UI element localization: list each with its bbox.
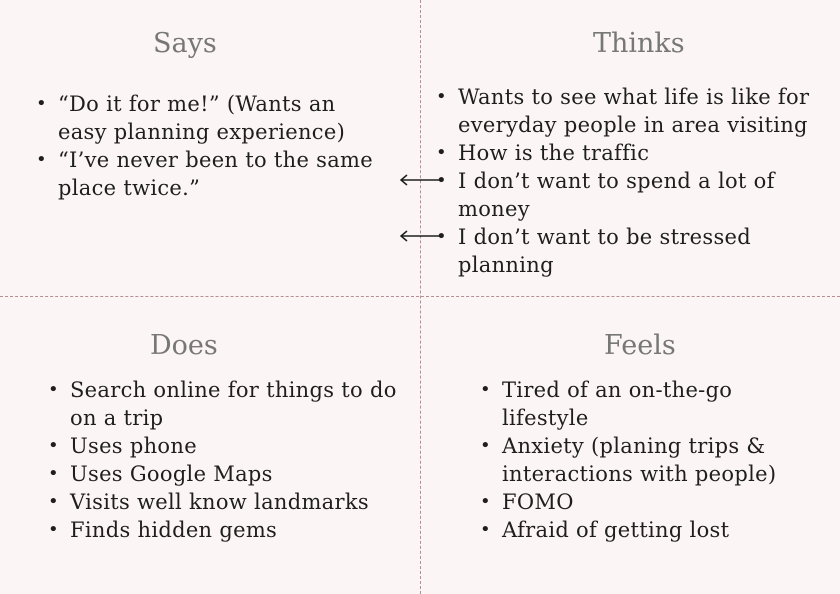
list-item: Wants to see what life is like for every… — [436, 83, 834, 139]
says-title: Says — [153, 28, 217, 59]
feels-title: Feels — [604, 330, 676, 361]
does-list: Search online for things to do on a trip… — [48, 376, 398, 544]
list-item: Finds hidden gems — [48, 516, 398, 544]
does-title: Does — [150, 330, 218, 361]
list-item: Uses Google Maps — [48, 460, 398, 488]
list-item: “Do it for me!” (Wants an easy planning … — [36, 90, 376, 146]
list-item: FOMO — [480, 488, 810, 516]
list-item: Afraid of getting lost — [480, 516, 810, 544]
horizontal-divider — [0, 296, 840, 297]
list-item: “I’ve never been to the same place twice… — [36, 146, 376, 202]
list-item: Search online for things to do on a trip — [48, 376, 398, 432]
list-item: How is the traffic — [436, 139, 834, 167]
list-item: Tired of an on-the-go lifestyle — [480, 376, 810, 432]
left-arrow-icon — [399, 174, 442, 186]
list-item: I don’t want to be stressed planning — [436, 223, 834, 279]
list-item: Uses phone — [48, 432, 398, 460]
list-item: Visits well know landmarks — [48, 488, 398, 516]
vertical-divider — [420, 0, 421, 594]
list-item: Anxiety (planing trips & interactions wi… — [480, 432, 810, 488]
feels-list: Tired of an on-the-go lifestyle Anxiety … — [480, 376, 810, 544]
thinks-title: Thinks — [593, 28, 685, 59]
says-list: “Do it for me!” (Wants an easy planning … — [36, 90, 376, 202]
list-item: I don’t want to spend a lot of money — [436, 167, 834, 223]
left-arrow-icon — [399, 230, 442, 242]
thinks-list: Wants to see what life is like for every… — [436, 83, 834, 279]
